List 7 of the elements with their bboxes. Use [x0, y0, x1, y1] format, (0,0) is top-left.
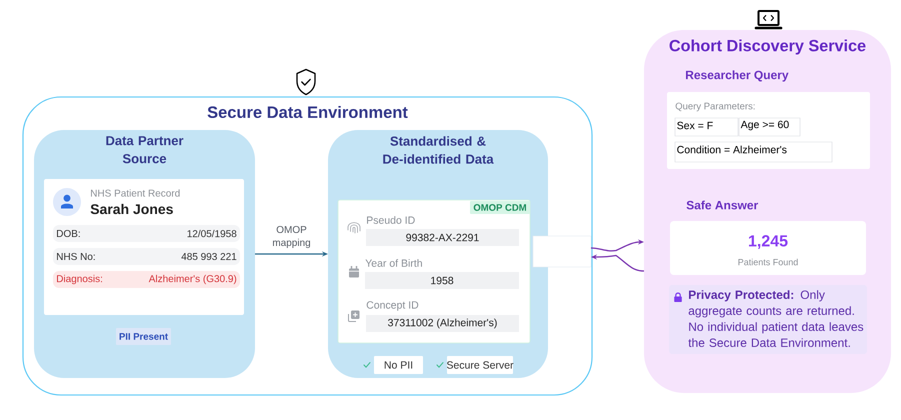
answer-card: 1,245 Patients Found	[670, 221, 866, 275]
section-heading: Safe Answer	[686, 200, 758, 210]
query-field: Sex = F	[674, 118, 738, 136]
query-field: Condition = Alzheimer's	[674, 142, 832, 162]
query-field: Age >= 60	[738, 118, 800, 136]
note-box: Privacy Protected: Only aggregate counts are returned. No individual patient data leaves the Secure Data Environment.	[669, 285, 868, 354]
section-heading: Researcher Query	[686, 70, 788, 82]
